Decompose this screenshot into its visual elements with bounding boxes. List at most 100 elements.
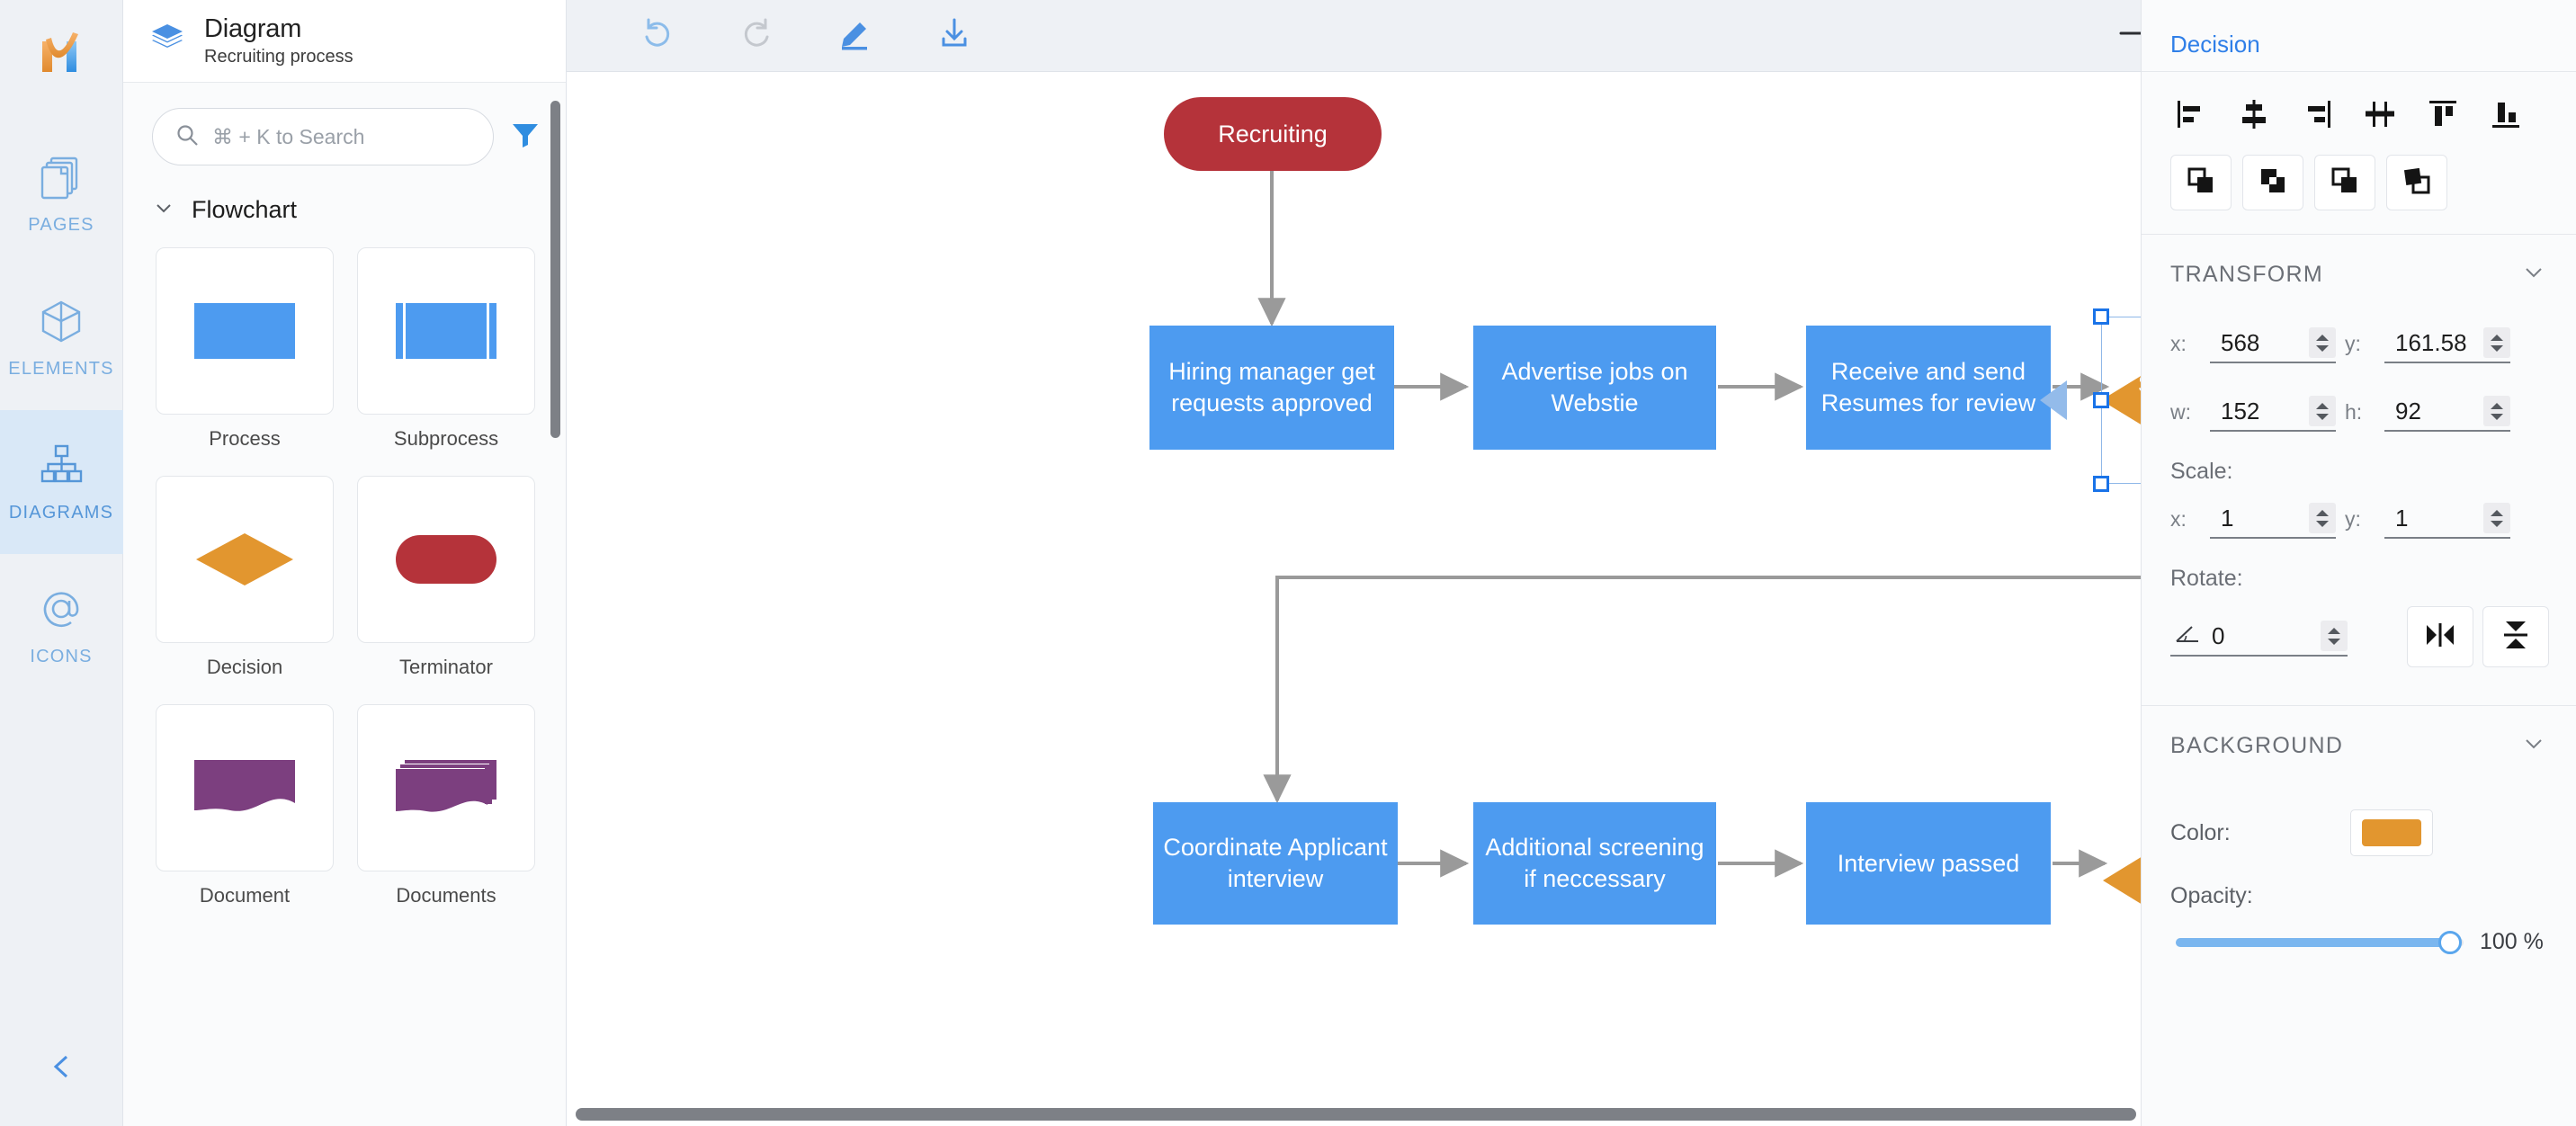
export-button[interactable]: [916, 0, 993, 72]
rotate-stepper[interactable]: [2321, 621, 2348, 651]
selection-type-label: Decision: [2170, 31, 2260, 58]
rotate-field[interactable]: 0: [2170, 617, 2348, 657]
scale-label: Scale:: [2170, 459, 2233, 484]
shape-card-process[interactable]: Process: [156, 247, 334, 451]
flow-node-additional-screening[interactable]: Additional screening if neccessary: [1473, 802, 1716, 925]
sidebar-item-pages[interactable]: PAGES: [0, 122, 123, 266]
y-value[interactable]: 161.58: [2395, 328, 2467, 356]
shape-card-documents[interactable]: Documents: [357, 704, 535, 907]
unite-button[interactable]: [2170, 155, 2232, 210]
app-logo[interactable]: [28, 22, 94, 88]
edit-button[interactable]: [817, 0, 894, 72]
intersect-icon: [2329, 165, 2361, 201]
zoom-out-button[interactable]: [2092, 0, 2169, 72]
flow-node-hiring-manager[interactable]: Hiring manager get requests approved: [1149, 326, 1394, 450]
canvas-horizontal-scrollbar[interactable]: [576, 1108, 2136, 1121]
subtract-button[interactable]: [2242, 155, 2303, 210]
flip-horizontal-button[interactable]: [2407, 606, 2473, 667]
shapes-panel: Diagram Recruiting process: [123, 0, 567, 1126]
w-value[interactable]: 152: [2221, 397, 2260, 424]
filter-icon[interactable]: [510, 120, 541, 155]
intersect-button[interactable]: [2314, 155, 2375, 210]
scale-y-value[interactable]: 1: [2395, 504, 2409, 532]
align-left-icon: [2173, 96, 2209, 137]
transform-h-field[interactable]: h: 92: [2345, 392, 2510, 432]
opacity-slider-knob[interactable]: [2438, 930, 2462, 954]
resize-handle-middle-left[interactable]: [2093, 392, 2109, 408]
scale-row: x: 1 y: 1: [2142, 499, 2576, 539]
sidebar-item-elements[interactable]: ELEMENTS: [0, 266, 123, 410]
exclude-button[interactable]: [2386, 155, 2447, 210]
panel-scrollbar[interactable]: [550, 101, 560, 438]
diagram-canvas[interactable]: Recruiting Hiring manager get requests a…: [567, 72, 2141, 1126]
shape-card-subprocess[interactable]: Subprocess: [357, 247, 535, 451]
scale-y-stepper[interactable]: [2483, 503, 2510, 533]
search-box[interactable]: [152, 108, 494, 165]
align-left-button[interactable]: [2160, 90, 2223, 142]
flow-node-recruiting[interactable]: Recruiting: [1164, 97, 1382, 171]
chevron-down-icon: [2522, 732, 2545, 760]
transform-section-header[interactable]: TRANSFORM: [2142, 234, 2576, 315]
shape-thumb-subprocess[interactable]: [357, 247, 535, 415]
align-top-button[interactable]: [2411, 90, 2474, 142]
undo-button[interactable]: [619, 0, 696, 72]
flip-vertical-button[interactable]: [2482, 606, 2549, 667]
x-stepper[interactable]: [2309, 327, 2336, 358]
flow-node-coordinate-interview[interactable]: Coordinate Applicant interview: [1153, 802, 1398, 925]
scale-x-stepper[interactable]: [2309, 503, 2336, 533]
layers-icon: [148, 20, 186, 62]
sidebar-item-diagrams[interactable]: DIAGRAMS: [0, 410, 123, 554]
shape-thumb-process[interactable]: [156, 247, 334, 415]
opacity-slider[interactable]: [2176, 930, 2464, 954]
search-input[interactable]: [212, 124, 471, 149]
x-value[interactable]: 568: [2221, 328, 2260, 356]
shape-card-document[interactable]: Document: [156, 704, 334, 907]
background-section-header[interactable]: BACKGROUND: [2142, 705, 2576, 786]
node-label: Additional screening if neccessary: [1485, 834, 1704, 892]
w-stepper[interactable]: [2309, 396, 2336, 426]
rotate-value[interactable]: 0: [2212, 621, 2225, 649]
transform-w-field[interactable]: w: 152: [2170, 392, 2336, 432]
scale-x-value[interactable]: 1: [2221, 504, 2234, 532]
sidebar-item-icons[interactable]: ICONS: [0, 554, 123, 698]
y-stepper[interactable]: [2483, 327, 2510, 358]
align-toolbar: [2142, 72, 2576, 142]
transform-x-field[interactable]: x: 568: [2170, 324, 2336, 363]
chevron-down-icon: [154, 198, 174, 222]
hierarchy-icon: [37, 441, 85, 494]
rail-collapse-button[interactable]: [0, 1051, 123, 1086]
resize-handle-top-left[interactable]: [2093, 308, 2109, 325]
shape-thumb-document[interactable]: [156, 704, 334, 871]
opacity-value: 100 %: [2480, 929, 2544, 954]
resize-handle-bottom-left[interactable]: [2093, 476, 2109, 492]
align-right-button[interactable]: [2285, 90, 2348, 142]
scale-x-field[interactable]: x: 1: [2170, 499, 2336, 539]
shape-thumb-decision[interactable]: [156, 476, 334, 643]
sidebar-item-label: ELEMENTS: [8, 359, 114, 379]
background-color-row: Color:: [2142, 786, 2576, 856]
shape-thumb-documents[interactable]: [357, 704, 535, 871]
flow-node-interview-passed[interactable]: Interview passed: [1806, 802, 2051, 925]
background-color-swatch-button[interactable]: [2350, 809, 2433, 856]
flow-node-decision-bottom[interactable]: Suitable candidate found?: [2103, 797, 2141, 964]
flowchart-group-header[interactable]: Flowchart: [123, 165, 566, 224]
transform-xy-row: x: 568 y: 161.58: [2142, 315, 2576, 363]
scale-x-label: x:: [2170, 506, 2187, 531]
shape-label: Process: [209, 427, 281, 450]
h-stepper[interactable]: [2483, 396, 2510, 426]
redo-button[interactable]: [718, 0, 795, 72]
align-center-horizontal-button[interactable]: [2223, 90, 2285, 142]
flow-node-advertise[interactable]: Advertise jobs on Webstie: [1473, 326, 1716, 450]
transform-y-field[interactable]: y: 161.58: [2345, 324, 2510, 363]
rotate-row: 0: [2142, 606, 2576, 667]
scale-y-field[interactable]: y: 1: [2345, 499, 2510, 539]
flow-node-receive-resumes[interactable]: Receive and send Resumes for review: [1806, 326, 2051, 450]
inspector-panel: Decision: [2141, 0, 2576, 1126]
shape-card-decision[interactable]: Decision: [156, 476, 334, 679]
align-bottom-button[interactable]: [2474, 90, 2537, 142]
h-value[interactable]: 92: [2395, 397, 2421, 424]
shape-thumb-terminator[interactable]: [357, 476, 535, 643]
node-label: Recruiting: [1218, 120, 1328, 147]
distribute-horizontal-button[interactable]: [2348, 90, 2411, 142]
shape-card-terminator[interactable]: Terminator: [357, 476, 535, 679]
